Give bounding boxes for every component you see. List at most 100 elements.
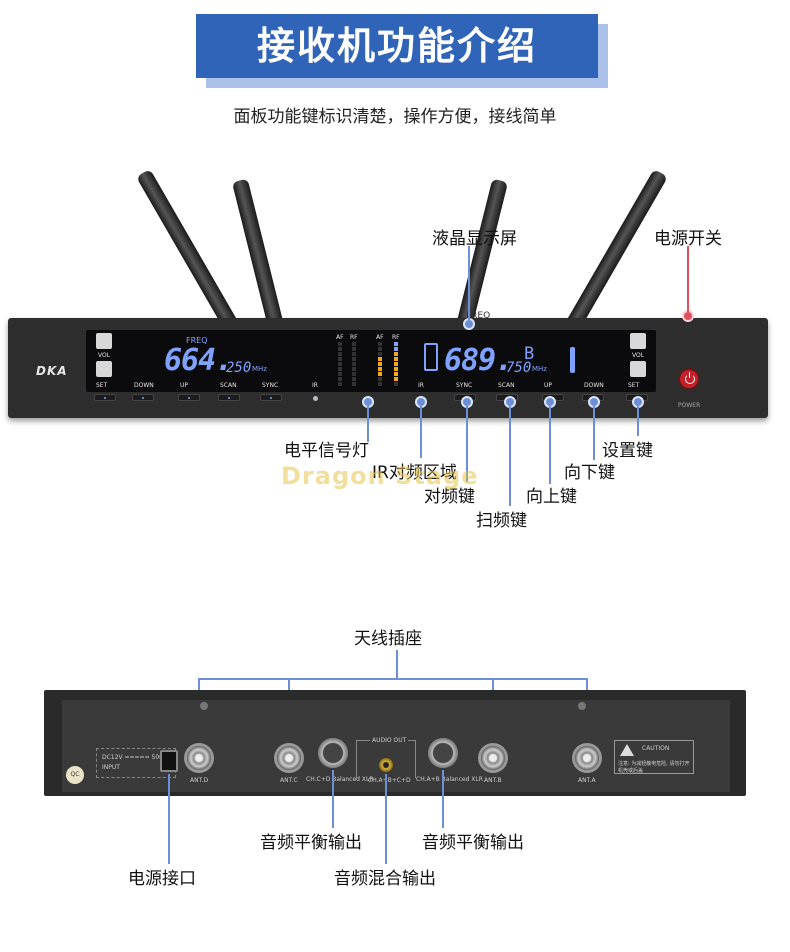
ant-c-connector[interactable]: [277, 746, 301, 770]
meter-led: [338, 347, 342, 351]
battery-icon: [424, 343, 438, 371]
callout-line-power: [687, 246, 689, 312]
callout-line-set: [637, 406, 639, 436]
vol-up-right[interactable]: [630, 333, 646, 349]
meter-led: [394, 352, 398, 356]
ant-c-label: ANT.C: [280, 777, 298, 784]
callout-dot-lcd: [465, 320, 473, 328]
callout-dot-sync: [463, 398, 471, 406]
callout-line-lcd: [468, 246, 470, 320]
qc-sticker: QC: [66, 766, 84, 784]
antenna-callout-stem: [396, 650, 398, 678]
meter-led: [394, 362, 398, 366]
lcd-right-freq-label: FREQ: [466, 311, 491, 321]
callout-line-sync: [466, 406, 468, 482]
left-label-up: UP: [180, 382, 189, 389]
vol-up-left[interactable]: [96, 333, 112, 349]
meter-led: [352, 347, 356, 351]
vol-down-left[interactable]: [96, 361, 112, 377]
meter-led: [378, 377, 382, 381]
callout-dot-set: [634, 398, 642, 406]
caution-box: [614, 740, 694, 774]
antenna-left-outer: [136, 168, 243, 338]
lcd-left-freq-main: 664.: [164, 343, 233, 378]
meter-led: [394, 382, 398, 386]
meter-led: [378, 372, 382, 376]
meter-led: [352, 372, 356, 376]
meter-led: [394, 377, 398, 381]
meter-led: [352, 352, 356, 356]
xlr-cd-label: CH.C+D Balanced XLR: [306, 776, 374, 783]
callout-line-ir: [420, 406, 422, 458]
meter-led: [378, 357, 382, 361]
watermark: Dragon Stage: [281, 462, 479, 490]
ant-d-label: ANT.D: [190, 777, 209, 784]
label-ir-zone: IR对频区域: [372, 463, 457, 483]
mix-out-label: CH.A+B+C+D: [368, 777, 411, 784]
callout-dot-up: [546, 398, 554, 406]
brand-logo: DKA: [36, 364, 68, 378]
meter-led: [338, 362, 342, 366]
back-face: [62, 700, 730, 792]
meter-af-label-left: AF: [336, 334, 344, 341]
vol-label-left: VOL: [98, 352, 111, 359]
meter-led: [378, 342, 382, 346]
meter-led: [378, 347, 382, 351]
title-banner: [196, 14, 608, 88]
lcd-right-unit: MHz: [532, 365, 547, 373]
front-display-area: [86, 330, 656, 392]
screw: [200, 702, 208, 710]
caution-text: 注意: 为减轻触电危险, 请勿打开机壳或后盖: [618, 761, 690, 774]
dc-power-jack[interactable]: [160, 750, 178, 772]
right-label-down: DOWN: [584, 382, 604, 389]
meter-led: [352, 362, 356, 366]
xlr-cd-connector[interactable]: [318, 738, 348, 768]
lcd-right-freq-main: 689.: [444, 343, 513, 378]
antenna-callout-bar: [198, 678, 588, 680]
vol-down-right[interactable]: [630, 361, 646, 377]
antenna-left-inner: [231, 178, 284, 328]
ant-d-connector[interactable]: [187, 746, 211, 770]
meter-led: [352, 377, 356, 381]
left-button-set[interactable]: [94, 394, 116, 401]
meter-led: [394, 347, 398, 351]
callout-line-up: [549, 406, 551, 484]
ir-sensor: [313, 396, 318, 401]
meter-led: [378, 362, 382, 366]
warning-triangle-icon: [620, 744, 634, 756]
label-mixed-out: 音频混合输出: [334, 869, 436, 889]
xlr-ab-connector[interactable]: [428, 738, 458, 768]
page-subtitle: 面板功能键标识清楚，操作方便，接线简单: [233, 107, 557, 127]
left-button-sync[interactable]: [260, 394, 282, 401]
label-up-key: 向上键: [526, 487, 577, 507]
ant-a-label: ANT.A: [578, 777, 596, 784]
left-button-up[interactable]: [178, 394, 200, 401]
meter-led: [338, 382, 342, 386]
mix-out-connector[interactable]: [379, 758, 393, 772]
meter-led: [394, 372, 398, 376]
page-title: 接收机功能介绍: [256, 24, 537, 68]
lcd-right-freq-decimal: 750: [506, 360, 532, 376]
screw: [578, 702, 586, 710]
label-level-lights: 电平信号灯: [284, 441, 369, 461]
right-label-set: SET: [628, 382, 640, 389]
left-label-scan: SCAN: [220, 382, 237, 389]
meter-led: [352, 357, 356, 361]
label-balanced-left: 音频平衡输出: [260, 833, 362, 853]
meter-led: [378, 367, 382, 371]
meter-led: [352, 382, 356, 386]
power-button[interactable]: [680, 370, 698, 388]
left-button-down[interactable]: [132, 394, 154, 401]
meter-rf-label-right: RF: [392, 334, 400, 341]
label-set-key: 设置键: [602, 441, 653, 461]
callout-dot-down: [590, 398, 598, 406]
meter-rf-label-left: RF: [350, 334, 358, 341]
label-antenna: 天线插座: [354, 629, 422, 649]
ant-a-connector[interactable]: [575, 746, 599, 770]
callout-line-mixed: [385, 774, 387, 864]
ant-b-connector[interactable]: [481, 746, 505, 770]
left-button-scan[interactable]: [218, 394, 240, 401]
meter-led: [378, 352, 382, 356]
meter-af-label-right: AF: [376, 334, 384, 341]
callout-line-power-port: [168, 774, 170, 864]
